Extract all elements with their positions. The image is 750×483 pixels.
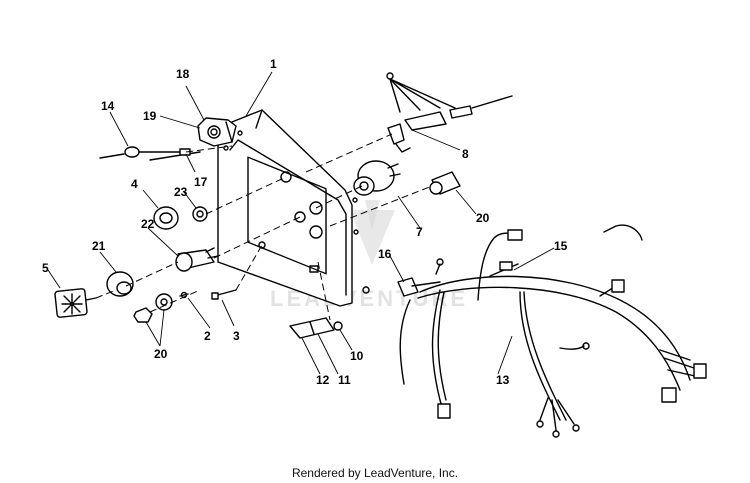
callout-12: 12	[316, 373, 330, 387]
wiring-harness	[399, 224, 707, 438]
callout-1: 1	[270, 57, 277, 71]
callout-2: 2	[204, 329, 211, 343]
nuts-part-20-left	[133, 293, 173, 323]
callouts: 1 2 3 4 5 7 8 10 11 12 13 14 15 16 17 18…	[42, 57, 568, 387]
callout-21: 21	[92, 239, 106, 253]
nut-part-4	[153, 206, 179, 230]
alignment-lines	[95, 133, 433, 321]
callout-17: 17	[194, 175, 208, 189]
light-socket-assembly	[197, 117, 237, 147]
callout-22: 22	[141, 217, 155, 231]
toggle-part-20-right	[429, 171, 461, 195]
screws-part-2-3	[179, 289, 237, 300]
callout-8: 8	[462, 147, 469, 161]
ignition-part-7	[353, 160, 401, 196]
callout-20-left: 20	[154, 347, 168, 361]
connector-part-16	[397, 277, 441, 297]
lens-part-5	[54, 288, 97, 318]
callout-19: 19	[143, 109, 157, 123]
callout-16: 16	[378, 247, 392, 261]
callout-10: 10	[350, 349, 364, 363]
callout-23: 23	[174, 185, 188, 199]
credit-footer: Rendered by LeadVenture, Inc.	[291, 466, 459, 480]
callout-11: 11	[338, 373, 351, 387]
switch-part-22	[175, 247, 219, 272]
probe-part-14	[99, 146, 187, 159]
callout-20-right: 20	[476, 211, 490, 225]
callout-5: 5	[42, 261, 49, 275]
washer-part-23	[192, 206, 208, 222]
knob-part-21	[106, 271, 134, 297]
callout-4: 4	[131, 177, 138, 191]
callout-13: 13	[496, 373, 510, 387]
leader-lines	[47, 71, 555, 375]
dash-panel	[217, 109, 370, 307]
callout-7: 7	[416, 225, 423, 239]
callout-14: 14	[101, 99, 115, 113]
switch-part-8	[386, 72, 513, 153]
bracket-parts-10-12	[289, 317, 343, 339]
callout-3: 3	[233, 329, 240, 343]
callout-15: 15	[554, 239, 568, 253]
wire-part-17	[149, 148, 201, 161]
callout-18: 18	[176, 67, 190, 81]
